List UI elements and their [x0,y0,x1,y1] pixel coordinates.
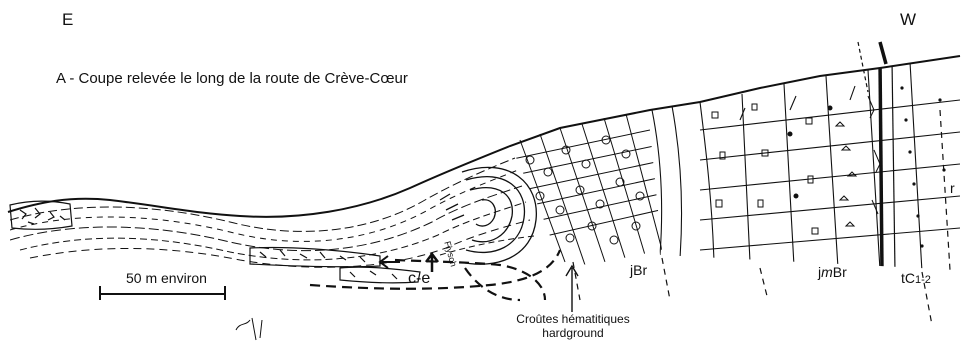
formation-tC-sub: 1-2 [915,274,931,286]
formation-r: r [950,180,955,196]
breccia-clasts [712,96,880,234]
section-caption: A - Coupe relevée le long de la route de… [56,70,408,87]
hardground-line2: hardground [512,326,634,340]
west-label: W [900,10,916,30]
east-label: E [62,10,73,30]
nodular-limestone [508,114,662,265]
sketch-mark [236,318,262,340]
hardground-arrow [566,266,578,312]
formation-jmBr-italic: m [821,264,833,280]
formation-jmBr-suffix: Br [833,264,847,280]
scale-bar [100,286,225,300]
formation-jmBr: jmBr [818,264,847,280]
stipple-dots [900,86,945,247]
formation-tC: tC1-2 [901,270,931,286]
scale-bar-label: 50 m environ [126,270,207,286]
hardground-label: Croûtes hématitiques hardground [512,312,634,340]
folded-marl-layers [10,158,534,267]
formation-c-e: c-e [408,270,430,288]
formation-tC-main: tC [901,270,915,286]
fold-arrow [380,256,400,268]
formation-jBr: jBr [630,262,647,278]
hardground-line1: Croûtes hématitiques [512,312,634,326]
tC-contact [858,42,868,92]
tC-fault-line [880,42,886,64]
limestone-blocks [652,60,960,272]
